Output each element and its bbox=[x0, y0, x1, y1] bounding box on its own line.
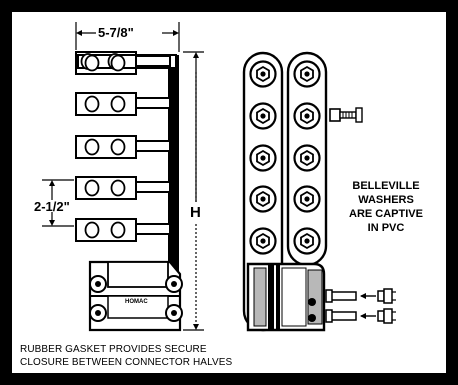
width-dimension bbox=[75, 22, 180, 52]
gasket-caption: RUBBER GASKET PROVIDES SECURE CLOSURE BE… bbox=[20, 343, 232, 369]
base-clamp bbox=[88, 260, 183, 332]
front-view bbox=[242, 51, 396, 332]
connector-drawing bbox=[42, 22, 396, 332]
side-view bbox=[42, 22, 204, 332]
belleville-callout: BELLEVILLE WASHERS ARE CAPTIVE IN PVC bbox=[330, 179, 442, 235]
callout-line-4: IN PVC bbox=[367, 222, 405, 234]
caption-line-2: CLOSURE BETWEEN CONNECTOR HALVES bbox=[20, 357, 233, 368]
width-dimension-label: 5-7/8" bbox=[98, 25, 134, 40]
height-dimension-label: H bbox=[190, 204, 201, 221]
caption-line-1: RUBBER GASKET PROVIDES SECURE bbox=[20, 344, 207, 355]
loose-bolt-top bbox=[329, 107, 363, 123]
tab-row-3 bbox=[75, 135, 171, 159]
callout-line-3: ARE CAPTIVE bbox=[349, 208, 423, 220]
tab-row-2 bbox=[75, 92, 171, 116]
bolt-washer-assembly bbox=[325, 288, 396, 324]
callout-line-1: BELLEVILLE bbox=[352, 180, 420, 192]
diagram-panel: 5-7/8" 2-1/2" H HOMAC BELLEVILLE WASHERS… bbox=[12, 12, 446, 373]
spacing-dimension bbox=[42, 179, 74, 227]
callout-line-2: WASHERS bbox=[358, 194, 414, 206]
tab-row-5 bbox=[75, 218, 171, 242]
height-dimension bbox=[183, 51, 204, 331]
spacing-dimension-label: 2-1/2" bbox=[34, 199, 70, 214]
brand-mark: HOMAC bbox=[125, 299, 148, 305]
lower-clamp bbox=[246, 262, 326, 332]
tab-row-4 bbox=[75, 176, 171, 200]
